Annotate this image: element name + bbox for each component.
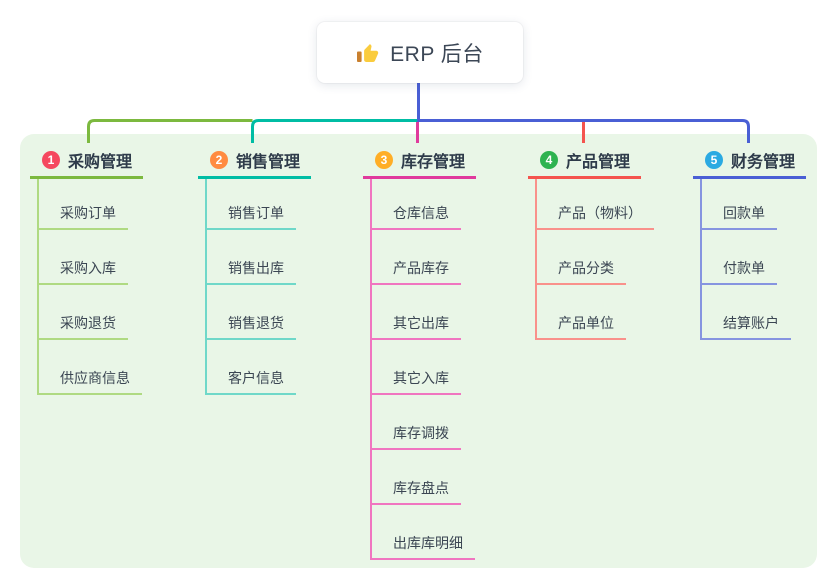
child-node-label: 出库库明细 bbox=[372, 533, 475, 560]
child-node-label: 销售订单 bbox=[207, 203, 296, 230]
child-node-label: 产品分类 bbox=[537, 258, 626, 285]
child-node[interactable]: 产品库存 bbox=[372, 230, 533, 285]
branch-node-5[interactable]: 5 财务管理 bbox=[693, 149, 806, 179]
branch-node-1[interactable]: 1 采购管理 bbox=[30, 149, 143, 179]
child-node-label: 销售退货 bbox=[207, 313, 296, 340]
child-node-label: 回款单 bbox=[702, 203, 777, 230]
branch-title: 产品管理 bbox=[566, 154, 631, 171]
child-node[interactable]: 出库库明细 bbox=[372, 505, 533, 560]
child-node[interactable]: 回款单 bbox=[702, 179, 839, 230]
child-node-label: 其它入库 bbox=[372, 368, 461, 395]
child-node-label: 其它出库 bbox=[372, 313, 461, 340]
branch-title: 库存管理 bbox=[401, 154, 466, 171]
child-node-label: 采购订单 bbox=[39, 203, 128, 230]
branch-children: 仓库信息产品库存其它出库其它入库库存调拨库存盘点出库库明细 bbox=[370, 179, 533, 560]
child-node[interactable]: 采购入库 bbox=[39, 230, 200, 285]
branch-column-2: 2 销售管理销售订单销售出库销售退货客户信息 bbox=[198, 149, 368, 395]
branch-number-badge: 4 bbox=[540, 151, 558, 169]
child-node-label: 库存调拨 bbox=[372, 423, 461, 450]
child-node-label: 采购退货 bbox=[39, 313, 128, 340]
branch-title: 采购管理 bbox=[68, 154, 133, 171]
child-node-label: 仓库信息 bbox=[372, 203, 461, 230]
child-node[interactable]: 结算账户 bbox=[702, 285, 839, 340]
child-node[interactable]: 其它入库 bbox=[372, 340, 533, 395]
branch-children: 回款单付款单结算账户 bbox=[700, 179, 839, 340]
branch-children: 采购订单采购入库采购退货供应商信息 bbox=[37, 179, 200, 395]
branch-node-3[interactable]: 3 库存管理 bbox=[363, 149, 476, 179]
branch-node-2[interactable]: 2 销售管理 bbox=[198, 149, 311, 179]
child-node-label: 销售出库 bbox=[207, 258, 296, 285]
child-node-label: 产品（物料） bbox=[537, 203, 654, 230]
branch-number-badge: 2 bbox=[210, 151, 228, 169]
branch-number-badge: 5 bbox=[705, 151, 723, 169]
branch-children: 产品（物料） 产品分类产品单位 bbox=[535, 179, 698, 340]
root-node[interactable]: ERP 后台 bbox=[317, 22, 523, 83]
child-node[interactable]: 销售退货 bbox=[207, 285, 368, 340]
branch-children: 销售订单销售出库销售退货客户信息 bbox=[205, 179, 368, 395]
branch-column-1: 1 采购管理采购订单采购入库采购退货供应商信息 bbox=[30, 149, 200, 395]
child-node[interactable]: 采购订单 bbox=[39, 179, 200, 230]
child-node[interactable]: 产品单位 bbox=[537, 285, 698, 340]
child-node[interactable]: 库存调拨 bbox=[372, 395, 533, 450]
child-node-label: 付款单 bbox=[702, 258, 777, 285]
child-node-label: 供应商信息 bbox=[39, 368, 142, 395]
branch-title: 销售管理 bbox=[236, 154, 301, 171]
thumbs-up-icon bbox=[356, 41, 380, 65]
child-node[interactable]: 销售出库 bbox=[207, 230, 368, 285]
child-node[interactable]: 库存盘点 bbox=[372, 450, 533, 505]
child-node[interactable]: 采购退货 bbox=[39, 285, 200, 340]
child-node-label: 库存盘点 bbox=[372, 478, 461, 505]
branch-node-4[interactable]: 4 产品管理 bbox=[528, 149, 641, 179]
child-node[interactable]: 客户信息 bbox=[207, 340, 368, 395]
branch-number-badge: 3 bbox=[375, 151, 393, 169]
child-node[interactable]: 付款单 bbox=[702, 230, 839, 285]
child-node[interactable]: 产品（物料） bbox=[537, 179, 698, 230]
child-node-label: 结算账户 bbox=[702, 313, 791, 340]
child-node-label: 产品单位 bbox=[537, 313, 626, 340]
branches-panel bbox=[20, 134, 817, 568]
root-title: ERP 后台 bbox=[390, 42, 484, 66]
child-node[interactable]: 供应商信息 bbox=[39, 340, 200, 395]
branch-title: 财务管理 bbox=[731, 154, 796, 171]
child-node[interactable]: 销售订单 bbox=[207, 179, 368, 230]
child-node-label: 客户信息 bbox=[207, 368, 296, 395]
branch-column-5: 5 财务管理回款单付款单结算账户 bbox=[693, 149, 839, 340]
branch-column-4: 4 产品管理产品（物料） 产品分类产品单位 bbox=[528, 149, 698, 340]
child-node[interactable]: 其它出库 bbox=[372, 285, 533, 340]
child-node[interactable]: 仓库信息 bbox=[372, 179, 533, 230]
child-node-label: 产品库存 bbox=[372, 258, 461, 285]
branch-number-badge: 1 bbox=[42, 151, 60, 169]
child-node-label: 采购入库 bbox=[39, 258, 128, 285]
branch-column-3: 3 库存管理仓库信息产品库存其它出库其它入库库存调拨库存盘点出库库明细 bbox=[363, 149, 533, 560]
child-node[interactable]: 产品分类 bbox=[537, 230, 698, 285]
